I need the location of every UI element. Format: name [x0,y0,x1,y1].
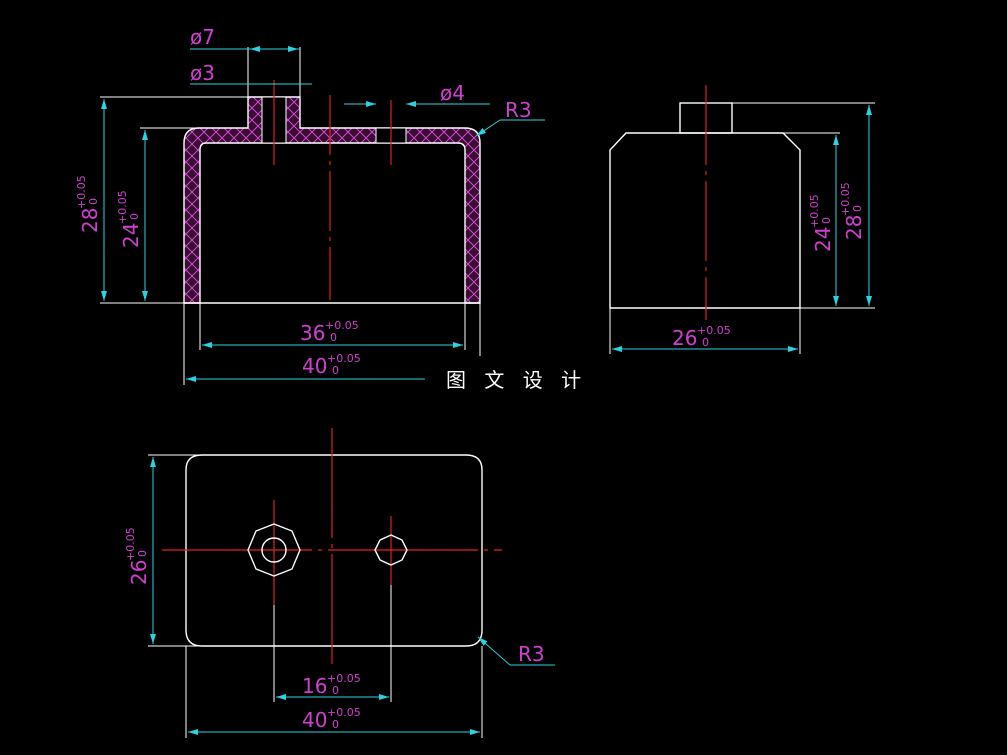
label-w26-side: 26 +0.05 0 [672,324,731,350]
dim-lower-tol: 0 [820,217,833,224]
small-hole-octagon [374,534,408,566]
dim-lower-tol: 0 [332,718,339,731]
dim-lower-tol: 0 [128,213,141,220]
dim-upper-tol: +0.05 [808,194,821,228]
label-dia4: ø4 [440,81,465,105]
dim-lower-tol: 0 [851,205,864,212]
boss-hole-circle [261,537,287,563]
dim-nominal: 24 [811,227,835,252]
label-r3-front: R3 [505,98,532,122]
label-w40-front: 40 +0.05 0 [302,352,361,378]
label-dia7: ø7 [190,25,215,49]
dim-upper-tol: +0.05 [327,672,361,685]
dim-upper-tol: +0.05 [325,319,359,332]
dim-nominal: 16 [302,674,327,698]
dim-lower-tol: 0 [136,550,149,557]
dim-upper-tol: +0.05 [839,182,852,216]
label-h26-top: 26 +0.05 0 [124,527,151,585]
dim-upper-tol: +0.05 [124,527,137,561]
label-h24-side: 24 +0.05 0 [808,194,835,252]
boss-hexagon [247,523,301,577]
dim-upper-tol: +0.05 [697,324,731,337]
dim-nominal: 24 [119,223,143,248]
top-view: 26 +0.05 0 R3 16 +0.05 0 40 +0.05 0 [124,428,555,738]
top-outline [185,454,483,647]
dim-upper-tol: +0.05 [327,706,361,719]
dim-nominal: 28 [842,215,866,240]
dim-upper-tol: +0.05 [116,190,129,224]
label-h28-front: 28 +0.05 0 [75,175,102,233]
dim-upper-tol: +0.05 [75,175,88,209]
side-view: 24 +0.05 0 28 +0.05 0 26 +0.05 0 [609,85,875,354]
front-wall-hatch [183,96,481,304]
dim-r3-top-leader [477,636,511,666]
label-w16-top: 16 +0.05 0 [302,672,361,698]
dim-lower-tol: 0 [702,336,709,349]
dim-nominal: 40 [302,708,327,732]
dim-lower-tol: 0 [332,364,339,377]
label-w36-front: 36 +0.05 0 [300,319,359,345]
dim-lower-tol: 0 [330,331,337,344]
label-h24-front: 24 +0.05 0 [116,190,143,248]
dim-nominal: 26 [127,560,151,585]
label-r3-top: R3 [518,642,545,666]
label-dia3: ø3 [190,61,215,85]
dim-nominal: 36 [300,321,325,345]
front-section-view: ø7 ø3 ø4 R3 28 +0.05 0 24 +0.05 0 [75,25,545,385]
dim-lower-tol: 0 [87,198,100,205]
dim-upper-tol: +0.05 [327,352,361,365]
dim-lower-tol: 0 [332,684,339,697]
dim-r3-leader [475,119,501,137]
dim-nominal: 28 [78,208,102,233]
label-h28-side: 28 +0.05 0 [839,182,866,240]
dim-nominal: 26 [672,326,697,350]
side-outline [609,132,801,309]
watermark-text: 图 文 设 计 [446,368,587,392]
label-w40-top: 40 +0.05 0 [302,706,361,732]
dim-nominal: 40 [302,354,327,378]
